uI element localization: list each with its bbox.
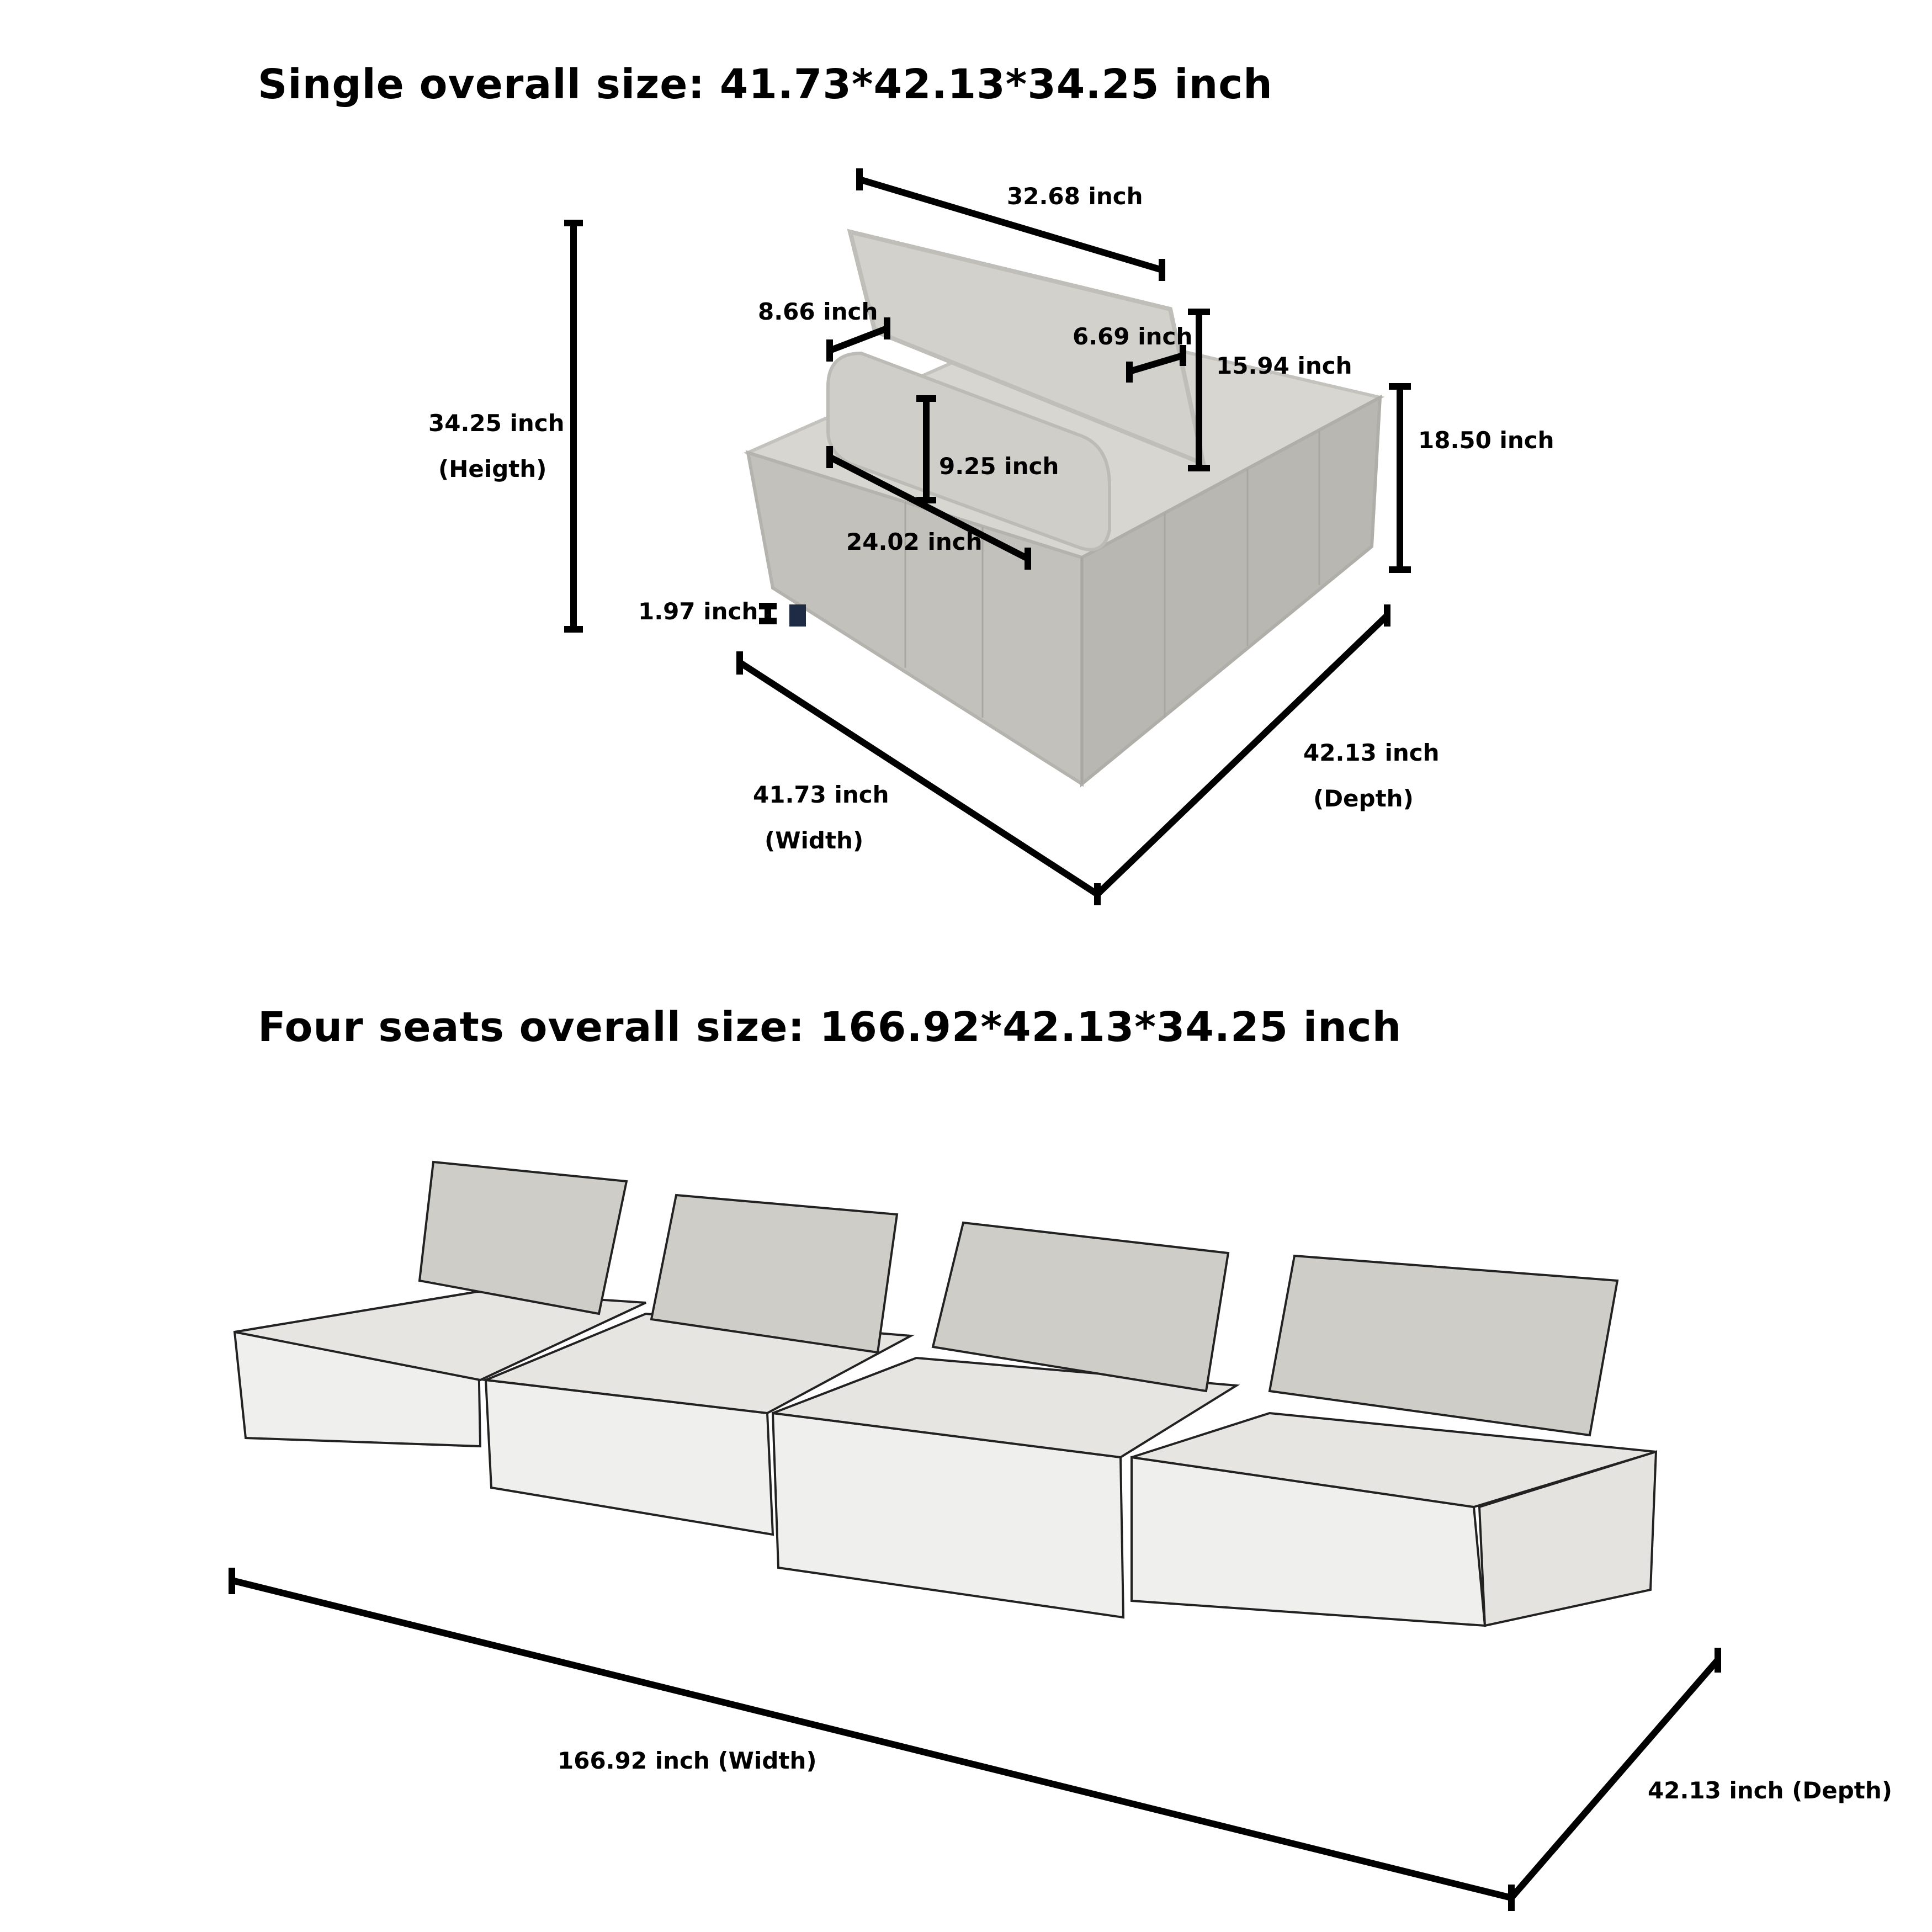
back-cushion-thickness-label: 6.69 inch xyxy=(1073,323,1193,350)
height-label: 34.25 inch xyxy=(428,410,565,437)
width-caption: (Width) xyxy=(765,827,864,854)
leg-height-label: 1.97 inch xyxy=(638,598,758,625)
back-cushion-width-label: 32.68 inch xyxy=(1007,183,1143,210)
four-seat-sofa-image xyxy=(233,1160,1658,1627)
single-dimension-lines xyxy=(564,168,1411,905)
pillow-height-label: 9.25 inch xyxy=(939,453,1059,480)
depth-label: 42.13 inch xyxy=(1303,739,1440,766)
single-size-title: Single overall size: 41.73*42.13*34.25 i… xyxy=(258,61,1273,108)
four-seat-dimension-lines xyxy=(229,1568,1721,1911)
width-label: 41.73 inch xyxy=(753,781,889,808)
depth-caption: (Depth) xyxy=(1313,785,1414,812)
back-cushion-height-label: 15.94 inch xyxy=(1216,352,1352,379)
four-seats-depth-label: 42.13 inch (Depth) xyxy=(1648,1777,1892,1804)
seat-height-label: 18.50 inch xyxy=(1418,427,1554,454)
four-seats-width-label: 166.92 inch (Width) xyxy=(558,1747,817,1774)
four-seats-size-title: Four seats overall size: 166.92*42.13*34… xyxy=(258,1004,1402,1051)
height-caption: (Heigth) xyxy=(438,455,547,482)
pillow-length-label: 24.02 inch xyxy=(846,528,983,555)
pillow-depth-label: 8.66 inch xyxy=(758,298,878,325)
